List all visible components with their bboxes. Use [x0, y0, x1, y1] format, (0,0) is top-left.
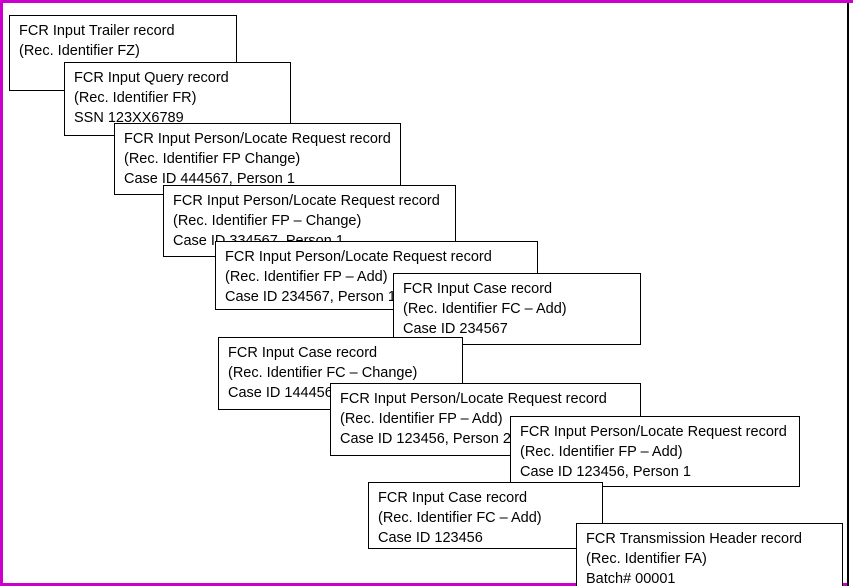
- record-box-case-123456: FCR Input Case record (Rec. Identifier F…: [368, 482, 603, 549]
- record-detail: Case ID 123456, Person 2: [340, 431, 511, 447]
- record-identifier: (Rec. Identifier FP – Add): [520, 444, 683, 460]
- record-box-person-locate-444567: FCR Input Person/Locate Request record (…: [114, 123, 401, 195]
- record-detail: Case ID 234567, Person 1: [225, 289, 396, 305]
- record-title: FCR Input Case record: [228, 345, 378, 361]
- record-detail: SSN 123XX6789: [74, 110, 184, 126]
- figure-border-left: [0, 0, 3, 586]
- record-identifier: (Rec. Identifier FP Change): [124, 151, 301, 167]
- record-title: FCR Input Person/Locate Request record: [225, 249, 492, 265]
- record-title: FCR Input Person/Locate Request record: [340, 391, 607, 407]
- record-title: FCR Transmission Header record: [586, 531, 802, 547]
- record-title: FCR Input Person/Locate Request record: [520, 424, 787, 440]
- record-box-transmission-header: FCR Transmission Header record (Rec. Ide…: [576, 523, 843, 586]
- record-identifier: (Rec. Identifier FC – Add): [403, 301, 567, 317]
- record-identifier: (Rec. Identifier FZ): [19, 43, 140, 59]
- record-title: FCR Input Person/Locate Request record: [124, 131, 391, 147]
- record-detail: Case ID 234567: [403, 321, 508, 337]
- record-identifier: (Rec. Identifier FC – Add): [378, 510, 542, 526]
- record-title: FCR Input Case record: [378, 490, 528, 506]
- record-detail: Case ID 444567, Person 1: [124, 171, 295, 187]
- record-box-case-234567: FCR Input Case record (Rec. Identifier F…: [393, 273, 641, 345]
- record-title: FCR Input Trailer record: [19, 23, 175, 39]
- record-detail: Batch# 00001: [586, 571, 676, 586]
- record-identifier: (Rec. Identifier FP – Change): [173, 213, 362, 229]
- figure-border-top: [0, 0, 853, 3]
- record-detail: Case ID 144456: [228, 385, 333, 401]
- record-title: FCR Input Person/Locate Request record: [173, 193, 440, 209]
- record-box-person-locate-123456-person-1: FCR Input Person/Locate Request record (…: [510, 416, 800, 487]
- record-title: FCR Input Query record: [74, 70, 229, 86]
- record-detail: Case ID 123456: [378, 530, 483, 546]
- record-title: FCR Input Case record: [403, 281, 553, 297]
- record-identifier: (Rec. Identifier FA): [586, 551, 707, 567]
- record-identifier: (Rec. Identifier FR): [74, 90, 197, 106]
- figure-border-bottom: [0, 583, 849, 586]
- record-identifier: (Rec. Identifier FP – Add): [225, 269, 388, 285]
- record-identifier: (Rec. Identifier FP – Add): [340, 411, 503, 427]
- record-identifier: (Rec. Identifier FC – Change): [228, 365, 418, 381]
- record-detail: Case ID 123456, Person 1: [520, 464, 691, 480]
- figure-edge-line-right: [847, 3, 849, 586]
